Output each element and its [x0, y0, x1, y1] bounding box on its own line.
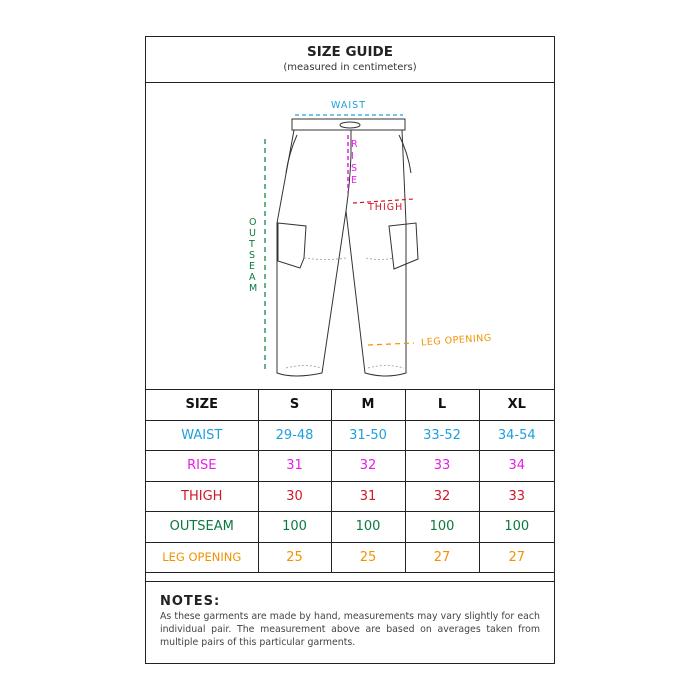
pants-illustration: [264, 114, 419, 377]
table-cell: 100: [404, 511, 480, 543]
page-title: SIZE GUIDE: [307, 44, 393, 60]
row-label: OUTSEAM: [146, 511, 259, 543]
table-row-waist: WAIST 29-48 31-50 33-52 34-54: [146, 419, 554, 451]
table-cell: 32: [330, 450, 406, 482]
header-cell: S: [257, 390, 332, 421]
table-cell: 31: [330, 480, 406, 512]
table-cell: 32: [404, 480, 480, 512]
table-row-outseam: OUTSEAM 100 100 100 100: [146, 511, 554, 543]
table-cell: 30: [257, 480, 332, 512]
table-cell: 100: [330, 511, 406, 543]
table-cell: 27: [404, 541, 480, 573]
notes-text: As these garments are made by hand, meas…: [160, 611, 540, 648]
outseam-label: OUTSEAM: [249, 217, 258, 294]
table-cell: 33-52: [404, 419, 480, 451]
title-section: SIZE GUIDE (measured in centimeters): [146, 37, 554, 83]
table-cell: 25: [257, 541, 332, 573]
table-cell: 29-48: [257, 419, 332, 451]
row-label: LEG OPENING: [146, 541, 259, 573]
header-cell: XL: [478, 390, 554, 421]
thigh-label: THIGH: [368, 202, 404, 213]
pants-diagram: WAIST RISE THIGH OUTSEAM LEG OPENING: [146, 83, 554, 390]
table-row-rise: RISE 31 32 33 34: [146, 450, 554, 482]
table-cell: 27: [478, 541, 554, 573]
table-cell: 33: [404, 450, 480, 482]
rise-label: RISE: [351, 139, 358, 186]
table-cell: 33: [478, 480, 554, 512]
notes-section: NOTES: As these garments are made by han…: [146, 581, 554, 664]
header-cell: M: [330, 390, 406, 421]
header-cell: SIZE: [146, 390, 259, 421]
table-row-leg-opening: LEG OPENING 25 25 27 27: [146, 541, 554, 573]
table-row-thigh: THIGH 30 31 32 33: [146, 480, 554, 512]
row-label: RISE: [146, 450, 259, 482]
table-cell: 100: [257, 511, 332, 543]
table-cell: 34-54: [478, 419, 554, 451]
table-cell: 31-50: [330, 419, 406, 451]
size-table: SIZE S M L XL WAIST 29-48 31-50 33-52 34…: [146, 390, 554, 573]
table-cell: 31: [257, 450, 332, 482]
size-guide: SIZE GUIDE (measured in centimeters): [145, 36, 555, 664]
table-cell: 100: [478, 511, 554, 543]
row-label: WAIST: [146, 419, 259, 451]
header-cell: L: [404, 390, 480, 421]
table-header-row: SIZE S M L XL: [146, 390, 554, 421]
table-cell: 34: [478, 450, 554, 482]
notes-heading: NOTES:: [160, 594, 221, 609]
waist-label: WAIST: [331, 100, 367, 111]
row-label: THIGH: [146, 480, 259, 512]
subtitle: (measured in centimeters): [283, 62, 417, 73]
table-cell: 25: [330, 541, 406, 573]
